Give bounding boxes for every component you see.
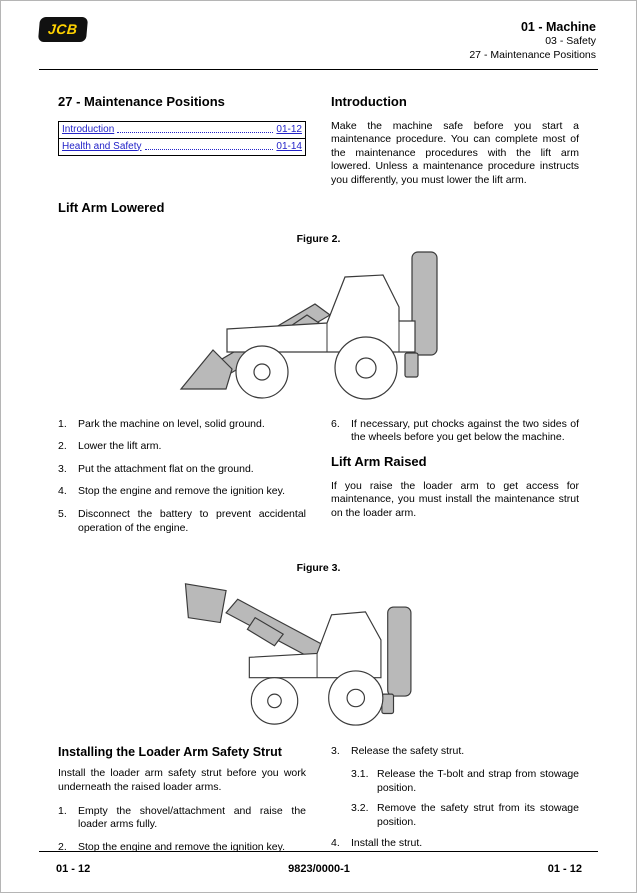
step-text: Disconnect the battery to prevent accide… bbox=[78, 508, 306, 534]
step-number: 3.2. bbox=[351, 802, 369, 815]
left-column-installing: Installing the Loader Arm Safety Strut I… bbox=[58, 745, 306, 863]
backhoe-boom-shape bbox=[380, 606, 412, 715]
step-text: Install the strut. bbox=[351, 836, 423, 849]
footer-page-right: 01 - 12 bbox=[547, 863, 582, 875]
page-title: 27 - Maintenance Positions bbox=[58, 93, 225, 109]
bucket-shape bbox=[179, 348, 233, 390]
toc-dot-leader bbox=[117, 131, 274, 133]
list-item: 2. Stop the engine and remove the igniti… bbox=[58, 841, 306, 855]
footer-page-left: 01 - 12 bbox=[56, 863, 91, 875]
table-of-contents: Introduction 01-12 Health and Safety 01-… bbox=[58, 120, 306, 156]
footer-divider bbox=[39, 851, 598, 852]
step-number: 1. bbox=[58, 804, 67, 817]
list-item-substep: 3.2. Remove the safety strut from its st… bbox=[351, 802, 579, 829]
list-item: 5. Disconnect the battery to prevent acc… bbox=[58, 508, 306, 535]
heading-lift-arm-raised: Lift Arm Raised bbox=[331, 453, 427, 469]
footer-doc-number: 9823/0000-1 bbox=[288, 863, 350, 875]
page-footer: 01 - 12 9823/0000-1 01 - 12 bbox=[56, 863, 582, 875]
step-text: Stop the engine and remove the ignition … bbox=[78, 485, 286, 498]
step-number: 5. bbox=[58, 508, 67, 521]
right-column-top: Introduction Make the machine safe befor… bbox=[331, 94, 579, 215]
raised-loader-arm-shape bbox=[224, 598, 326, 661]
step-text: Empty the shovel/attachment and raise th… bbox=[78, 804, 306, 831]
step-number: 4. bbox=[58, 485, 67, 498]
figure-3-drawing-backhoe-raised bbox=[184, 583, 412, 727]
list-item-substep: 3.1. Release the T-bolt and strap from s… bbox=[351, 768, 579, 795]
list-item: 4. Install the strut. bbox=[331, 837, 579, 851]
backhoe-boom-shape bbox=[403, 250, 438, 378]
list-item: 2. Lower the lift arm. bbox=[58, 440, 306, 454]
step-text: Stop the engine and remove the ignition … bbox=[78, 840, 286, 853]
figure-3: Figure 3. bbox=[58, 562, 579, 733]
list-item: 3. Put the attachment flat on the ground… bbox=[58, 463, 306, 477]
wheels-shape bbox=[250, 670, 383, 727]
right-column-steps: 6. If necessary, put chocks against the … bbox=[331, 418, 579, 545]
right-column-installing: 3. Release the safety strut. 3.1. Releas… bbox=[331, 745, 579, 863]
header-breadcrumb: 01 - Machine 03 - Safety 27 - Maintenanc… bbox=[469, 17, 596, 63]
step-number: 1. bbox=[58, 417, 67, 430]
page-header: JCB 01 - Machine 03 - Safety 27 - Mainte… bbox=[1, 1, 636, 63]
figure-3-caption: Figure 3. bbox=[296, 562, 341, 575]
step-text: If necessary, put chocks against the two… bbox=[351, 417, 579, 444]
figure-2-drawing-backhoe-lowered bbox=[179, 250, 438, 400]
toc-link-introduction[interactable]: Introduction 01-12 bbox=[59, 122, 305, 138]
raised-bucket-shape bbox=[184, 583, 227, 624]
step-number: 4. bbox=[331, 836, 340, 849]
toc-page-number[interactable]: 01-12 bbox=[276, 123, 302, 135]
list-item: 1. Park the machine on level, solid grou… bbox=[58, 418, 306, 432]
step-text: Release the safety strut. bbox=[351, 745, 465, 758]
step-text: Lower the lift arm. bbox=[78, 440, 162, 453]
step-number: 3.1. bbox=[351, 768, 369, 781]
toc-label[interactable]: Health and Safety bbox=[62, 140, 142, 152]
step-number: 2. bbox=[58, 840, 67, 853]
step-text: Put the attachment flat on the ground. bbox=[78, 462, 254, 475]
header-subsection: 27 - Maintenance Positions bbox=[469, 48, 596, 61]
lift-arm-raised-paragraph: If you raise the loader arm to get acces… bbox=[331, 479, 579, 520]
step-number: 3. bbox=[58, 462, 67, 475]
jcb-logo-text: JCB bbox=[47, 21, 79, 37]
page-body: 27 - Maintenance Positions Introduction … bbox=[1, 70, 636, 864]
header-divider bbox=[39, 68, 598, 70]
heading-introduction: Introduction bbox=[331, 93, 407, 109]
jcb-logo: JCB bbox=[37, 17, 88, 42]
row-lowered-steps: 1. Park the machine on level, solid grou… bbox=[58, 418, 579, 545]
step-text: Park the machine on level, solid ground. bbox=[78, 417, 265, 430]
list-item: 6. If necessary, put chocks against the … bbox=[331, 418, 579, 445]
header-section: 03 - Safety bbox=[545, 35, 596, 48]
heading-installing-strut: Installing the Loader Arm Safety Strut bbox=[58, 745, 282, 760]
header-chapter: 01 - Machine bbox=[520, 20, 596, 34]
left-column-top: 27 - Maintenance Positions Introduction … bbox=[58, 94, 306, 215]
introduction-paragraph: Make the machine safe before you start a… bbox=[331, 119, 579, 187]
step-number: 2. bbox=[58, 440, 67, 453]
list-item: 3. Release the safety strut. bbox=[331, 745, 579, 759]
figure-2: Figure 2. bbox=[58, 233, 579, 406]
installing-strut-paragraph: Install the loader arm safety strut befo… bbox=[58, 767, 306, 794]
toc-page-number[interactable]: 01-14 bbox=[276, 140, 302, 152]
list-item: 1. Empty the shovel/attachment and raise… bbox=[58, 805, 306, 832]
toc-link-health-and-safety[interactable]: Health and Safety 01-14 bbox=[59, 137, 305, 155]
heading-lift-arm-lowered: Lift Arm Lowered bbox=[58, 199, 165, 215]
row-intro: 27 - Maintenance Positions Introduction … bbox=[58, 94, 579, 215]
figure-2-caption: Figure 2. bbox=[296, 232, 341, 245]
list-item: 4. Stop the engine and remove the igniti… bbox=[58, 485, 306, 499]
step-number: 6. bbox=[331, 417, 340, 430]
wheels-shape bbox=[234, 335, 398, 400]
toc-dot-leader bbox=[144, 148, 274, 150]
left-column-steps: 1. Park the machine on level, solid grou… bbox=[58, 418, 306, 545]
step-text: Release the T-bolt and strap from stowag… bbox=[377, 768, 579, 794]
step-number: 3. bbox=[331, 745, 340, 758]
machine-body-shape bbox=[225, 273, 416, 353]
step-text: Remove the safety strut from its stowage… bbox=[377, 802, 579, 828]
row-installing-strut: Installing the Loader Arm Safety Strut I… bbox=[58, 745, 579, 863]
installing-steps-left: 1. Empty the shovel/attachment and raise… bbox=[58, 805, 306, 855]
toc-label[interactable]: Introduction bbox=[62, 123, 115, 135]
